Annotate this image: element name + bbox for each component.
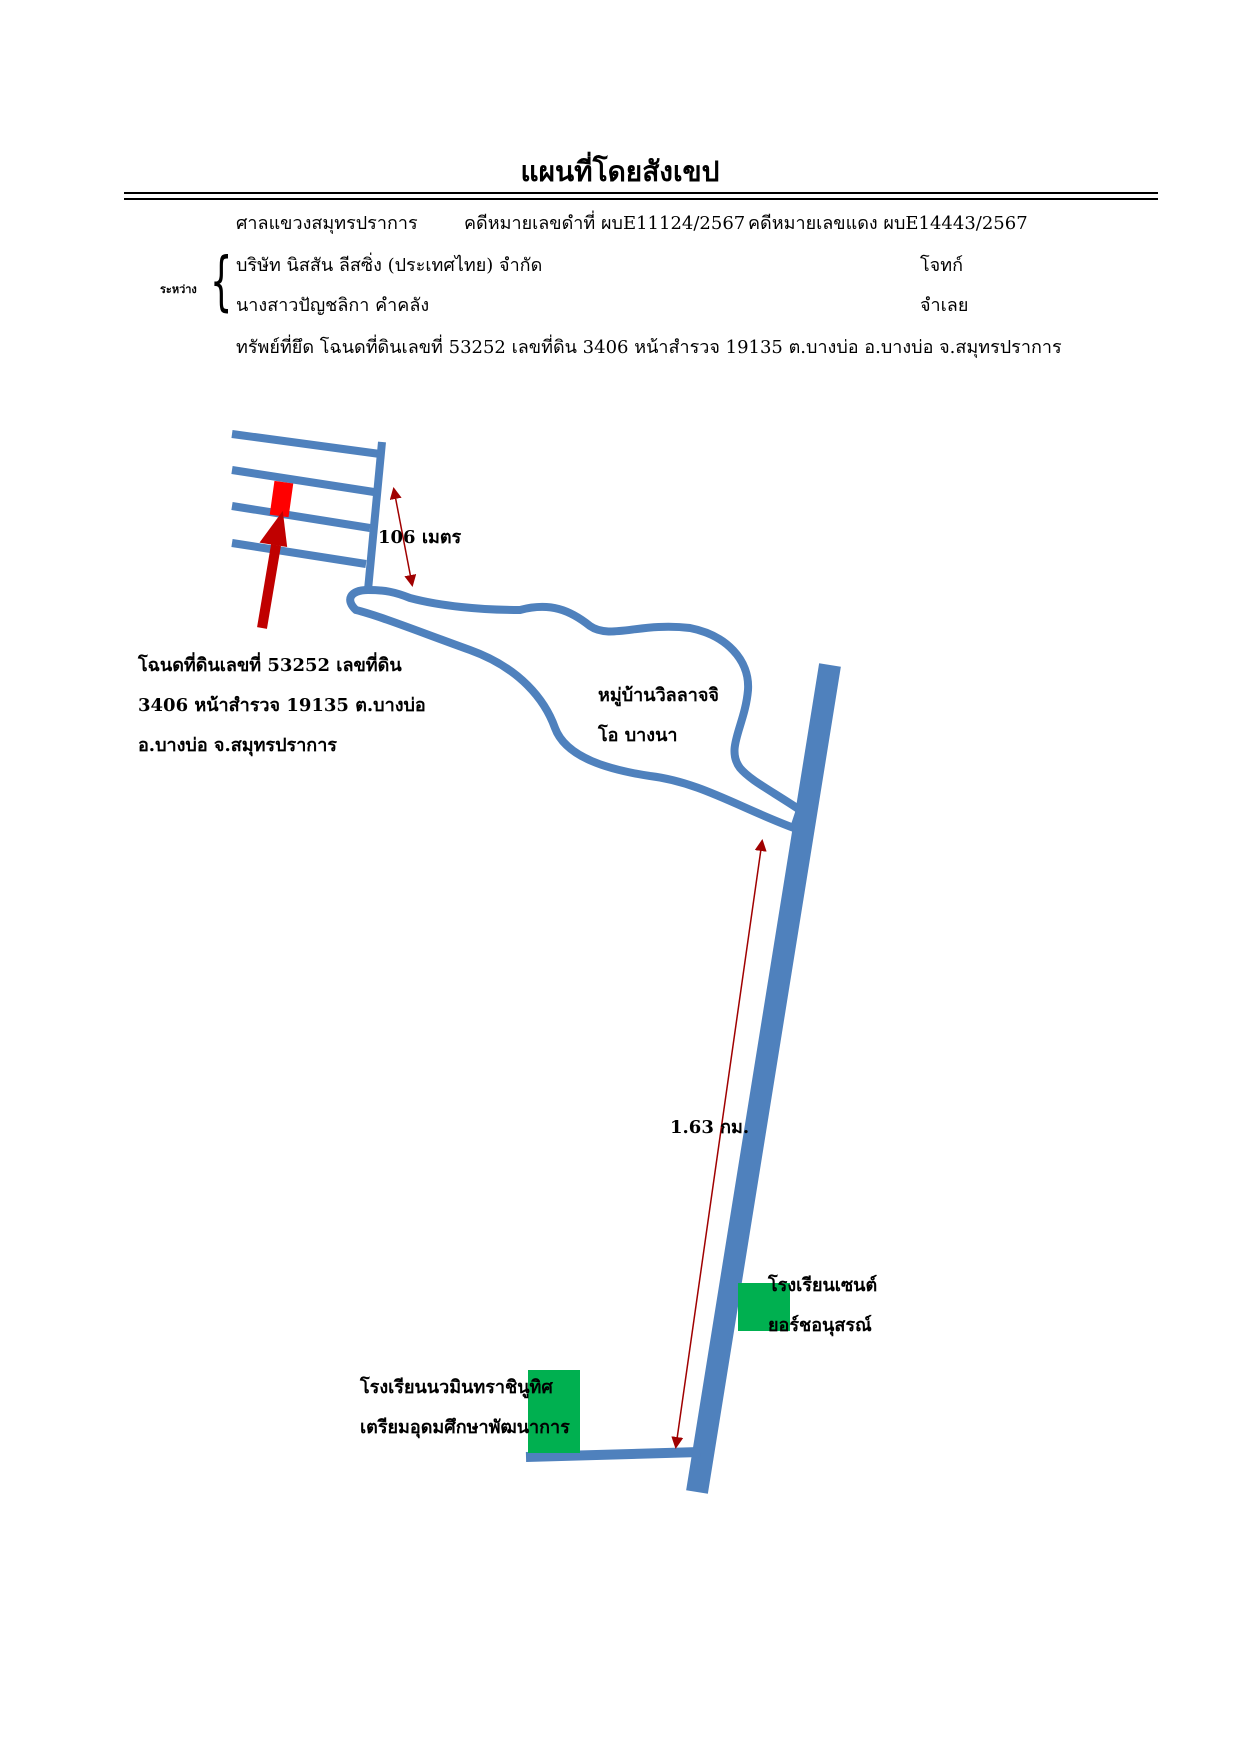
brace-symbol: {	[210, 245, 233, 319]
defendant-role: จำเลย	[920, 295, 969, 316]
plaintiff-name: บริษัท นิสสัน ลีสซิ่ง (ประเทศไทย) จำกัด	[236, 255, 543, 276]
lane-road	[231, 539, 367, 568]
title-rule-top	[124, 192, 1158, 194]
plot-label-line-1: โฉนดที่ดินเลขที่ 53252 เลขที่ดิน	[138, 655, 402, 676]
lane-road	[231, 430, 381, 458]
red-case-number: คดีหมายเลขแดง ผบE14443/2567	[748, 213, 1028, 234]
court-name: ศาลแขวงสมุทรปราการ	[236, 213, 418, 234]
black-case-number: คดีหมายเลขดำที่ ผบE11124/2567	[464, 213, 746, 234]
village-label-line-1: หมู่บ้านวิลลาจจิ	[598, 685, 719, 706]
school-west-label-line-1: โรงเรียนนวมินทราชินูทิศ	[360, 1377, 553, 1398]
page-title: แผนที่โดยสังเขป	[520, 155, 720, 188]
distance-label-long: 1.63 กม.	[670, 1117, 750, 1138]
lane-road	[231, 466, 375, 496]
school-access-road	[525, 1447, 701, 1462]
lane-road	[231, 502, 371, 532]
plaintiff-role: โจทก์	[920, 255, 963, 276]
plot-label-line-2: 3406 หน้าสำรวจ 19135 ต.บางบ่อ	[138, 695, 426, 716]
lane-roads	[231, 430, 386, 591]
distance-arrow-short	[389, 487, 417, 587]
title-rule-bottom	[124, 198, 1158, 200]
seized-property: ทรัพย์ที่ยึด โฉนดที่ดินเลขที่ 53252 เลขท…	[236, 337, 1062, 358]
school-east-label-line-1: โรงเรียนเซนต์	[768, 1275, 878, 1296]
school-west-label-line-2: เตรียมอุดมศึกษาพัฒนาการ	[360, 1417, 570, 1438]
plot-label-line-3: อ.บางบ่อ จ.สมุทรปราการ	[138, 735, 337, 756]
distance-arrow-long	[671, 839, 767, 1449]
village-loop-road	[346, 586, 804, 832]
between-label: ระหว่าง	[160, 283, 197, 296]
defendant-name: นางสาวปัญชลิกา คำคลัง	[236, 295, 430, 316]
distance-label-short: 106 เมตร	[378, 527, 462, 548]
lane-main-road	[364, 441, 386, 591]
property-plot-marker	[269, 480, 294, 518]
school-west-marker	[528, 1370, 580, 1453]
property-pointer-arrow	[257, 510, 288, 629]
school-east-label-line-2: ยอร์ชอนุสรณ์	[768, 1315, 872, 1336]
village-label-line-2: โอ บางนา	[598, 725, 678, 746]
